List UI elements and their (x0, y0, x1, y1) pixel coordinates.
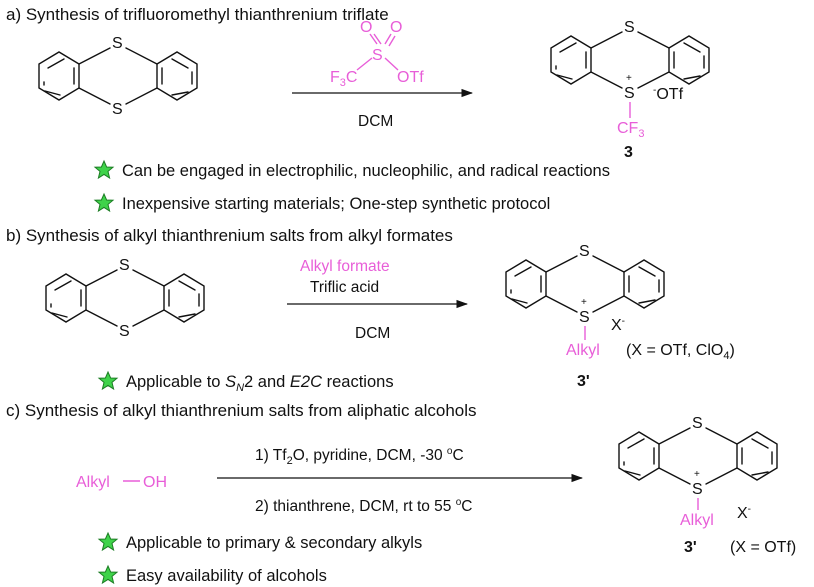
svg-text:S: S (579, 309, 590, 326)
star-icon (98, 532, 118, 551)
svg-text:OH: OH (143, 474, 167, 491)
svg-text:S: S (119, 257, 130, 274)
section-c-header: c) Synthesis of alkyl thianthrenium salt… (6, 401, 477, 420)
section-a-header: a) Synthesis of trifluoromethyl thianthr… (6, 5, 389, 24)
solvent-b: DCM (355, 325, 390, 342)
compound-3prime-label-c: 3' (684, 539, 697, 556)
cf3-thianthrenium-product: S S + (550, 19, 710, 102)
bullet-c-1: Applicable to primary & secondary alkyls (126, 534, 422, 552)
thianthrene-reactant-b: S S (45, 257, 205, 340)
svg-text:+: + (626, 73, 632, 84)
svg-text:S: S (692, 481, 703, 498)
star-icon (94, 160, 114, 179)
solvent-a: DCM (358, 113, 393, 130)
star-icon (94, 193, 114, 212)
alcohol-substrate: Alkyl OH (76, 474, 167, 491)
counter-ion-x-c: X- (737, 504, 751, 522)
bullet-a-1: Can be engaged in electrophilic, nucleop… (122, 162, 610, 180)
sulfur-atom-bottom: S (112, 101, 123, 118)
x-definition-b: (X = OTf, ClO4) (626, 342, 735, 362)
star-icon (98, 565, 118, 584)
cf3-group: CF3 (617, 120, 644, 140)
triflate-counter-ion: -OTf (653, 85, 684, 103)
x-definition-c: (X = OTf) (730, 539, 796, 556)
alkyl-group-b: Alkyl (566, 342, 600, 359)
reaction-step-1: 1) Tf2O, pyridine, DCM, -30 oC (255, 446, 464, 467)
svg-text:S: S (119, 323, 130, 340)
svg-text:S: S (624, 19, 635, 36)
svg-text:Alkyl: Alkyl (76, 474, 110, 491)
counter-ion-x-b: X- (611, 316, 625, 334)
svg-text:+: + (694, 469, 700, 480)
svg-text:S: S (624, 85, 635, 102)
svg-text:S: S (372, 47, 383, 64)
svg-text:O: O (390, 19, 402, 36)
sulfur-atom-top: S (112, 35, 123, 52)
star-icon (98, 371, 118, 390)
svg-text:OTf: OTf (397, 69, 424, 86)
reagent-triflic-acid: Triflic acid (310, 279, 379, 296)
svg-text:+: + (581, 297, 587, 308)
svg-text:F3C: F3C (330, 69, 357, 89)
svg-text:O: O (360, 19, 372, 36)
bullet-b-1: Applicable to SN2 and E2C reactions (126, 373, 394, 394)
compound-3prime-label-b: 3' (577, 373, 590, 390)
svg-text:S: S (692, 415, 703, 432)
alkyl-group-c: Alkyl (680, 512, 714, 529)
alkyl-thianthrenium-product-b: S S + (505, 243, 665, 326)
svg-text:S: S (579, 243, 590, 260)
thianthrene-reactant-a: S S (38, 35, 198, 118)
section-b-header: b) Synthesis of alkyl thianthrenium salt… (6, 226, 453, 245)
alkyl-thianthrenium-product-c: S S + (618, 415, 778, 498)
compound-3-label: 3 (624, 144, 633, 161)
bullet-a-2: Inexpensive starting materials; One-step… (122, 195, 550, 213)
reaction-step-2: 2) thianthrene, DCM, rt to 55 oC (255, 497, 473, 515)
reagent-alkyl-formate: Alkyl formate (300, 258, 390, 275)
triflyl-reagent: F3C S O O OTf (330, 19, 424, 89)
bullet-c-2: Easy availability of alcohols (126, 567, 327, 585)
